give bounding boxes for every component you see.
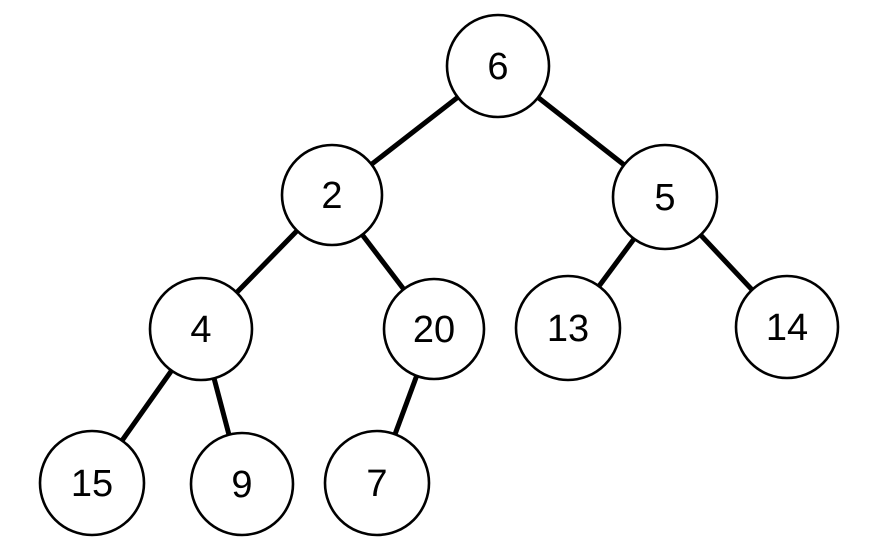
edges-layer bbox=[119, 94, 755, 443]
tree-node-label: 13 bbox=[547, 308, 589, 350]
tree-edge bbox=[392, 374, 420, 437]
tree-edge bbox=[596, 236, 637, 289]
tree-edge bbox=[211, 376, 232, 437]
tree-node[interactable]: 20 bbox=[382, 277, 486, 381]
tree-node[interactable]: 15 bbox=[38, 429, 146, 537]
tree-node-circle[interactable] bbox=[189, 431, 295, 537]
tree-edge bbox=[359, 232, 407, 292]
tree-node[interactable]: 7 bbox=[323, 429, 431, 537]
tree-node-label: 7 bbox=[366, 463, 387, 505]
tree-edge bbox=[234, 228, 300, 295]
tree-node[interactable]: 13 bbox=[514, 274, 622, 382]
tree-node[interactable]: 6 bbox=[445, 13, 551, 119]
tree-node-circle[interactable] bbox=[611, 143, 719, 251]
tree-edge bbox=[698, 232, 755, 293]
tree-node-label: 14 bbox=[766, 307, 808, 349]
tree-node-circle[interactable] bbox=[514, 274, 622, 382]
tree-node[interactable]: 5 bbox=[611, 143, 719, 251]
nodes-layer: 6 2 5 4 20 13 14 15 9 7 bbox=[38, 13, 840, 537]
tree-node[interactable]: 14 bbox=[734, 274, 840, 380]
tree-node-circle[interactable] bbox=[38, 429, 146, 537]
tree-node[interactable]: 4 bbox=[148, 276, 254, 382]
tree-edge bbox=[369, 94, 461, 167]
tree-node-label: 4 bbox=[190, 309, 211, 351]
tree-node-label: 20 bbox=[413, 309, 455, 351]
tree-node-label: 9 bbox=[231, 464, 252, 506]
tree-node-label: 5 bbox=[654, 177, 675, 219]
tree-edge bbox=[119, 368, 175, 443]
tree-node[interactable]: 9 bbox=[189, 431, 295, 537]
tree-node-circle[interactable] bbox=[148, 276, 254, 382]
tree-node-label: 2 bbox=[321, 175, 342, 217]
tree-node[interactable]: 2 bbox=[280, 143, 384, 247]
tree-edge bbox=[535, 94, 627, 168]
tree-node-label: 6 bbox=[487, 46, 508, 88]
tree-node-circle[interactable] bbox=[445, 13, 551, 119]
tree-node-circle[interactable] bbox=[280, 143, 384, 247]
tree-node-circle[interactable] bbox=[323, 429, 431, 537]
tree-node-circle[interactable] bbox=[382, 277, 486, 381]
tree-node-circle[interactable] bbox=[734, 274, 840, 380]
tree-node-label: 15 bbox=[71, 463, 113, 505]
